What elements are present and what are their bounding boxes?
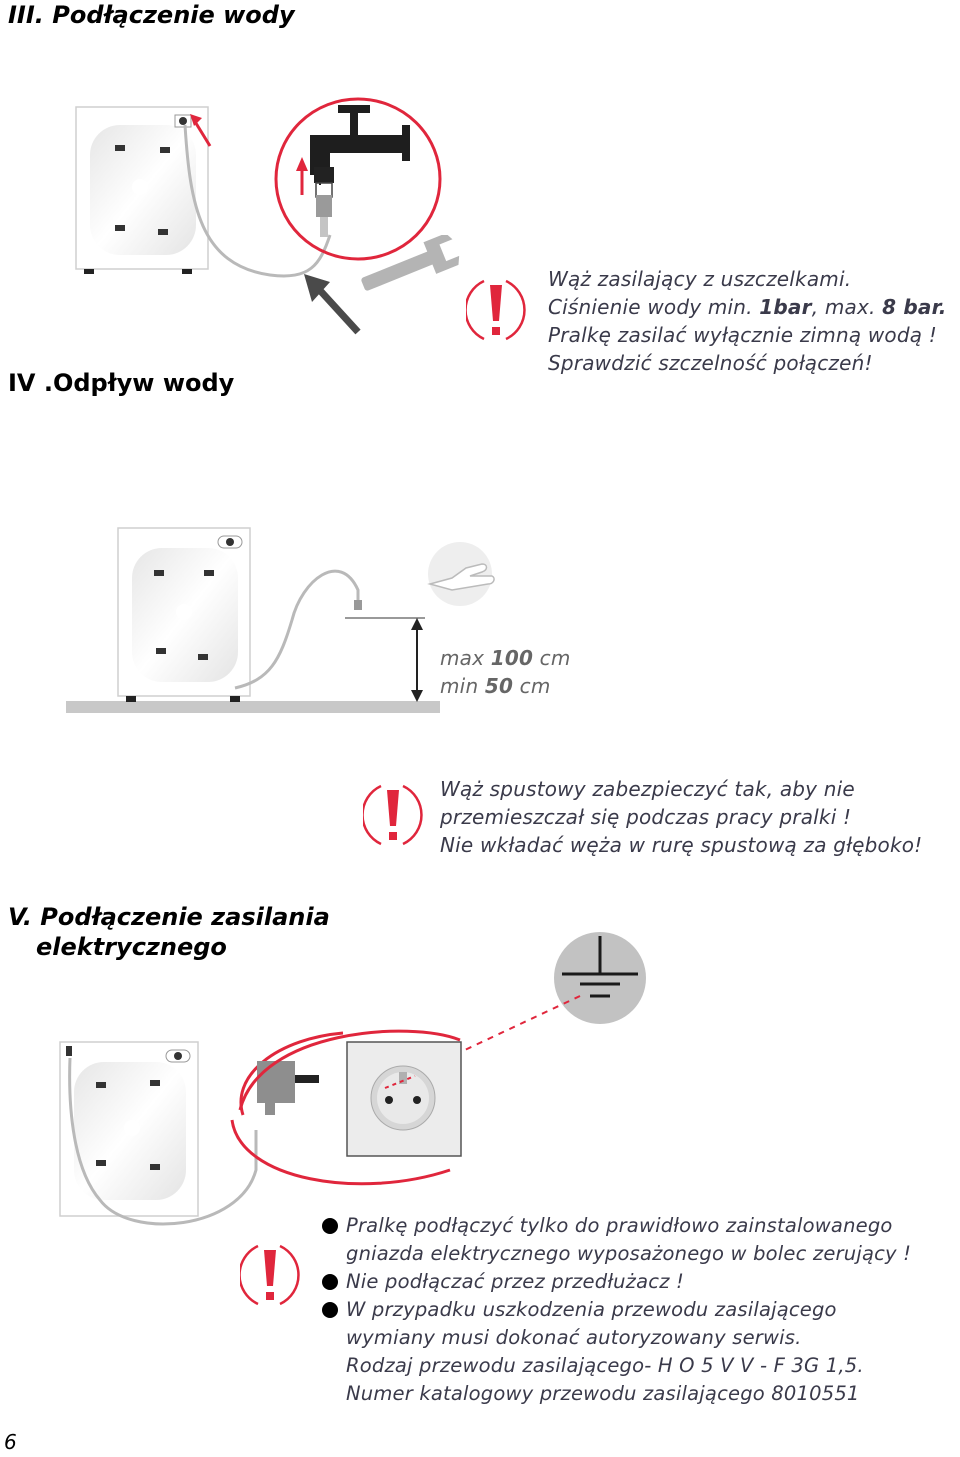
power-title-line1: V. Podłączenie zasilania [8, 903, 330, 931]
power-cable [68, 1057, 258, 1226]
wrench-icon [361, 235, 460, 291]
height-indicator [345, 617, 425, 702]
drain-height-min: min 50 cm [440, 672, 551, 700]
section-title-drain: IV .Odpływ wody [8, 369, 235, 397]
water-pressure-line: Ciśnienie wody min. 1bar, max. 8 bar. [548, 293, 958, 321]
pressure-prefix: Ciśnienie wody min. [548, 295, 760, 319]
drain-notes: Wąż spustowy zabezpieczyć tak, aby nie p… [440, 775, 955, 859]
exclamation-icon [363, 780, 423, 850]
power-note-bullet: Pralkę podłączyć tylko do prawidłowo zai… [322, 1212, 958, 1240]
drain-hose [234, 569, 362, 690]
wall-socket-icon [346, 1041, 462, 1157]
max-value: 100 [490, 646, 534, 670]
drain-note-line: Nie wkładać węża w rurę spustową za głęb… [440, 833, 923, 857]
power-note-bullet: Nie podłączać przez przedłużacz ! [322, 1268, 958, 1296]
ground-symbol-icon [554, 932, 646, 1024]
water-note-line: Sprawdzić szczelność połączeń! [548, 351, 873, 375]
power-cable-type: Rodzaj przewodu zasilającego- H O 5 V V … [346, 1354, 864, 1377]
min-unit: cm [513, 674, 551, 698]
water-note-line: Pralkę zasilać wyłącznie zimną wodą ! [548, 323, 937, 347]
drain-note-line: Wąż spustowy zabezpieczyć tak, aby nie [440, 777, 855, 801]
exclamation-icon [466, 275, 526, 345]
min-value: 50 [484, 674, 514, 698]
washing-machine-illustration-3 [59, 1041, 199, 1217]
pressure-max: 8 bar. [882, 295, 947, 319]
power-notes: Pralkę podłączyć tylko do prawidłowo zai… [322, 1212, 958, 1408]
section-title-water: III. Podłączenie wody [8, 1, 295, 29]
exclamation-icon [240, 1240, 300, 1310]
red-arrow-icon [190, 114, 212, 147]
power-note-text: W przypadku uszkodzenia przewodu zasilaj… [346, 1298, 837, 1321]
water-notes: Wąż zasilający z uszczelkami. Ciśnienie … [548, 265, 958, 377]
water-note-line: Wąż zasilający z uszczelkami. [548, 267, 852, 291]
section-title-power: V. Podłączenie zasilania elektrycznego [8, 902, 330, 962]
washing-machine-illustration-2 [117, 527, 251, 702]
plug-highlight-circle [230, 1029, 461, 1186]
page-number: 6 [4, 1430, 17, 1454]
power-note-text: Pralkę podłączyć tylko do prawidłowo zai… [346, 1214, 893, 1237]
power-plug-icon [239, 1031, 344, 1116]
floor-line [66, 701, 440, 713]
pressure-min: 1bar [759, 295, 812, 319]
power-note-bullet: W przypadku uszkodzenia przewodu zasilaj… [322, 1296, 958, 1324]
max-label: max [440, 646, 491, 670]
gray-arrow-icon [304, 274, 361, 335]
water-tap-icon [274, 97, 442, 261]
drain-height-max: max 100 cm [440, 644, 571, 672]
power-note-continuation: wymiany musi dokonać autoryzowany serwis… [346, 1326, 802, 1349]
min-label: min [440, 674, 485, 698]
hand-icon [427, 542, 495, 606]
power-cable-catalog: Numer katalogowy przewodu zasilającego 8… [346, 1382, 860, 1405]
max-unit: cm [533, 646, 571, 670]
power-note-continuation: gniazda elektrycznego wyposażonego w bol… [346, 1242, 912, 1265]
power-title-line2: elektrycznego [36, 933, 227, 961]
drain-note-line: przemieszczał się podczas pracy pralki ! [440, 805, 852, 829]
power-note-text: Nie podłączać przez przedłużacz ! [346, 1270, 685, 1293]
pressure-mid: , max. [811, 295, 883, 319]
inlet-hose [183, 124, 332, 278]
